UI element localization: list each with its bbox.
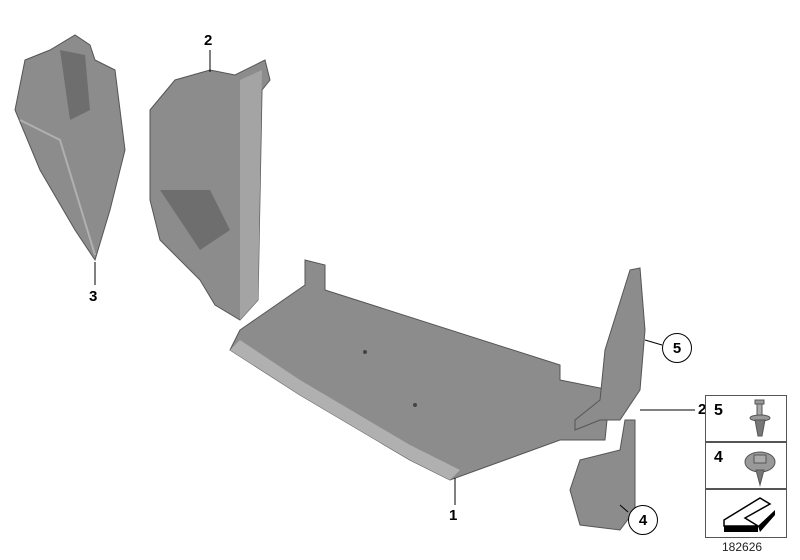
legend-number-5: 5 [714, 402, 723, 419]
legend-box-arrow [705, 489, 787, 538]
orientation-arrow-icon [723, 497, 775, 532]
part-1-air-duct-tray [229, 259, 611, 481]
callout-1: 1 [449, 507, 458, 524]
part-2-side-air-duct [149, 59, 271, 321]
legend-box-5: 5 [705, 395, 787, 442]
expanding-rivet-icon [749, 399, 771, 437]
diagram-id: 182626 [722, 540, 763, 554]
leader-line-5 [644, 339, 663, 346]
callout-4-circled: 4 [628, 505, 658, 535]
callout-3: 3 [89, 288, 98, 305]
callout-2-upper: 2 [204, 32, 213, 49]
callout-5-circled: 5 [662, 333, 692, 363]
legend-box-4: 4 [705, 442, 787, 489]
part-2-right-air-duct [574, 267, 646, 431]
legend-number-4: 4 [714, 449, 723, 466]
part-3-left-air-duct [14, 34, 126, 262]
collar-screw-icon [744, 451, 776, 487]
leader-line-4 [619, 504, 629, 513]
callout-2-right: 2 [698, 401, 707, 418]
